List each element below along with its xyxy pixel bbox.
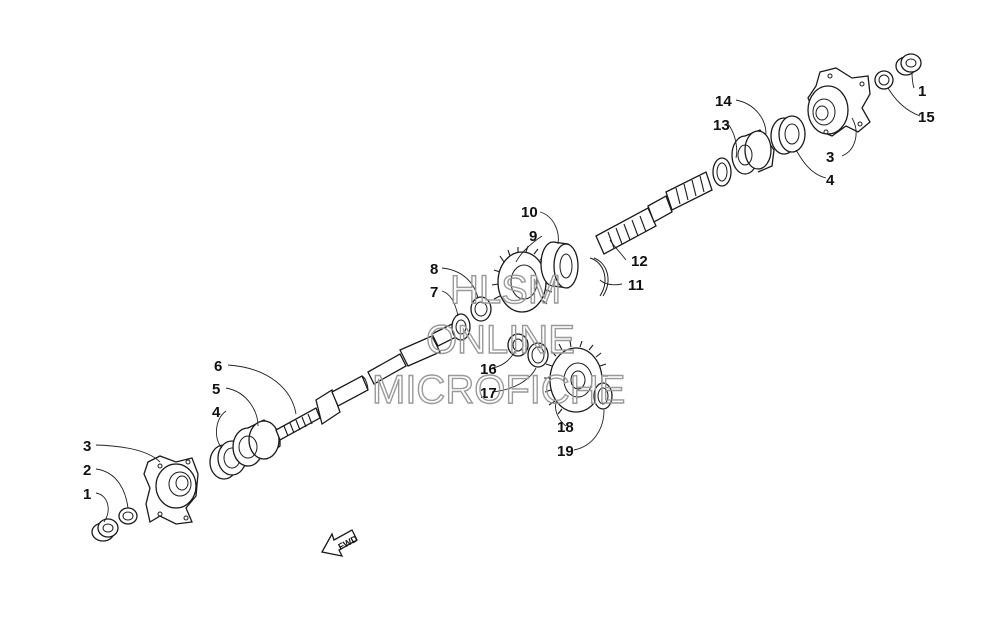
part-bearing-center xyxy=(540,241,579,289)
part-seal-right xyxy=(770,115,806,155)
callout-3-left: 3 xyxy=(83,438,91,455)
callout-10: 10 xyxy=(521,204,538,221)
watermark: HLSM ONLINE MICROFICHE xyxy=(371,267,626,412)
part-axle-shaft-right xyxy=(595,171,713,255)
callout-16: 16 xyxy=(480,361,497,378)
watermark-line-2: ONLINE xyxy=(426,318,575,362)
callout-11: 11 xyxy=(628,277,644,294)
callout-18: 18 xyxy=(557,419,574,436)
callout-3-right: 3 xyxy=(826,149,834,166)
part-washer-lower xyxy=(593,382,613,410)
callout-1-left: 1 xyxy=(83,486,91,503)
callout-15: 15 xyxy=(918,109,935,126)
callout-1-right: 1 xyxy=(918,83,926,100)
callout-7: 7 xyxy=(430,284,438,301)
part-hub-flange-right xyxy=(807,67,871,137)
forward-direction-arrow: FWD xyxy=(320,529,360,557)
callout-4-left: 4 xyxy=(212,404,221,421)
part-nut-right xyxy=(895,53,922,76)
callout-9: 9 xyxy=(529,228,537,245)
part-hub-flange-left xyxy=(143,455,199,525)
callout-17: 17 xyxy=(480,385,497,402)
callout-4-right: 4 xyxy=(826,172,835,189)
callout-2-left: 2 xyxy=(83,462,91,479)
callout-6: 6 xyxy=(214,358,222,375)
part-snap-ring xyxy=(589,257,609,297)
part-spur-gear-lower xyxy=(544,340,608,415)
callout-8: 8 xyxy=(430,261,438,278)
callout-14: 14 xyxy=(715,93,732,110)
callout-13: 13 xyxy=(713,117,730,134)
part-bearing-right xyxy=(731,129,775,175)
part-ring-small-center xyxy=(451,296,492,341)
part-nut-left xyxy=(91,518,119,542)
watermark-line-1: HLSM xyxy=(450,268,561,312)
callout-19: 19 xyxy=(557,443,574,460)
part-washer-center xyxy=(507,333,549,368)
part-bearing-left xyxy=(232,419,281,467)
part-ring-right xyxy=(712,157,732,187)
callout-12: 12 xyxy=(631,253,648,270)
watermark-line-3: MICROFICHE xyxy=(372,368,625,412)
part-axle-shaft-left xyxy=(275,323,459,441)
part-washer-right xyxy=(874,70,894,90)
part-bevel-gear-center xyxy=(491,245,553,313)
callout-5: 5 xyxy=(212,381,220,398)
part-washer-left xyxy=(118,507,138,525)
